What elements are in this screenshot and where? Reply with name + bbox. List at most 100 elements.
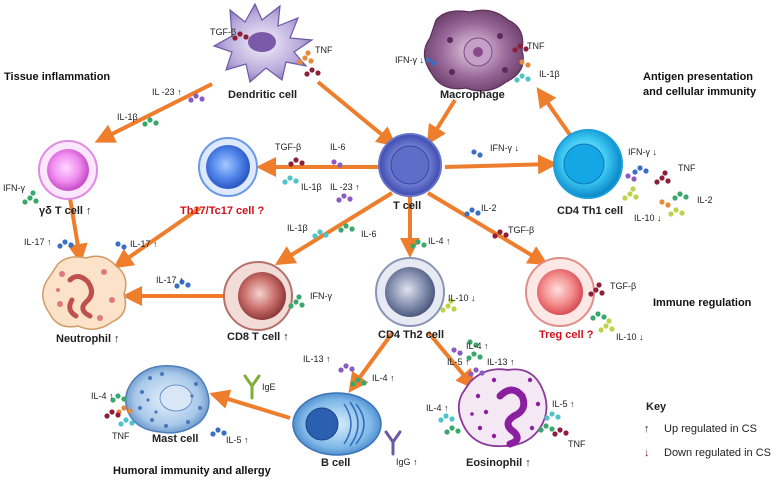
igg-label: IgG ↑: [396, 457, 418, 467]
cytokine-dot: [337, 162, 343, 168]
cytokine-dot: [185, 282, 191, 288]
cd4-th2-cell-label: CD4 Th2 cell: [378, 329, 445, 341]
cytokine-dot: [121, 396, 127, 402]
cytokine-dot: [147, 117, 153, 123]
cytokine-dot: [174, 283, 180, 289]
cytokine-dot: [683, 194, 689, 200]
cytokine-dot: [633, 194, 639, 200]
neutrophil-label: Neutrophil ↑: [56, 333, 120, 345]
arrow-bcell-to-mast: [209, 389, 291, 420]
cytokine-label: IFN-γ: [310, 291, 332, 301]
cytokine-dot: [497, 229, 503, 235]
cytokine-dot: [305, 50, 311, 56]
neutrophil: [42, 255, 127, 330]
cytokine-dot: [673, 207, 679, 213]
cytokine-dot: [519, 59, 525, 65]
cytokine-dot: [127, 408, 133, 414]
cytokine-dot: [27, 195, 33, 201]
cytokine-label: IL-1β: [117, 112, 138, 122]
cytokine-dot: [451, 306, 457, 312]
cytokine-dot: [625, 173, 631, 179]
region-antigen-line-1: Antigen presentation: [643, 71, 754, 83]
cytokine-dot: [627, 191, 633, 197]
cytokine-dot: [455, 428, 461, 434]
cytokine-label: TGF-β: [210, 27, 237, 37]
cytokine-label: IL-2: [481, 203, 497, 213]
cytokine-dot: [123, 417, 129, 423]
arrow-tcell-to-cd8: [274, 191, 394, 266]
cytokine-dot: [179, 279, 185, 285]
cytokine-dot: [415, 239, 421, 245]
cytokine-dot: [466, 355, 472, 361]
cytokine-dot: [599, 290, 605, 296]
cytokine-dot: [596, 282, 602, 288]
cytokine-dot: [473, 342, 479, 348]
cytokine-label: TNF: [568, 439, 586, 449]
cytokine-dot: [593, 287, 599, 293]
cytokine-dot: [590, 315, 596, 321]
cytokine-dot: [457, 350, 463, 356]
cytokine-dot: [503, 232, 509, 238]
cytokine-dot: [514, 77, 520, 83]
cytokine-label: IL-1β: [287, 223, 308, 233]
cytokine-dot: [609, 326, 615, 332]
cytokine-dot: [438, 417, 444, 423]
cytokine-dot: [475, 210, 481, 216]
cytokine-label: IL-10 ↓: [616, 332, 644, 342]
cytokine-dot: [118, 421, 124, 427]
mast-cell-label: Mast cell: [152, 433, 199, 445]
cytokine-label: IL-4 ↑: [91, 391, 114, 401]
cytokine-dot: [338, 367, 344, 373]
cytokine-dot: [451, 347, 457, 353]
cytokine-dot: [188, 97, 194, 103]
cytokine-dot: [431, 60, 437, 66]
region-immune-regulation: Immune regulation: [653, 297, 752, 309]
cytokine-dot: [637, 165, 643, 171]
cytokine-label: IL-4 ↑: [466, 341, 489, 351]
ige-label: IgE: [262, 382, 276, 392]
ige-antibody: [243, 374, 261, 400]
cytokine-dot: [296, 294, 302, 300]
cytokine-dot: [121, 244, 127, 250]
cytokine-dot: [519, 73, 525, 79]
cytokine-dot: [30, 190, 36, 196]
cytokine-dot: [654, 179, 660, 185]
cytokine-dot: [309, 67, 315, 73]
cd4-th1-cell-label: CD4 Th1 cell: [557, 205, 624, 217]
cytokine-dot: [449, 416, 455, 422]
cytokine-dot: [221, 430, 227, 436]
cytokine-dot: [479, 370, 485, 376]
cytokine-dot: [538, 427, 544, 433]
t-cell: [378, 133, 442, 197]
cytokine-label: IL-13 ↑: [487, 357, 515, 367]
treg-cell-label: Treg cell ?: [539, 329, 594, 341]
eosinophil: [457, 368, 548, 448]
cytokine-dot: [243, 34, 249, 40]
arrow-mac-to-tcell: [426, 98, 457, 146]
cd8-t-cell: [223, 261, 293, 331]
cytokine-dot: [555, 414, 561, 420]
cytokine-dot: [110, 397, 116, 403]
cytokine-dot: [445, 303, 451, 309]
cytokine-dot: [471, 149, 477, 155]
cytokine-dot: [525, 76, 531, 82]
cytokine-dot: [467, 339, 473, 345]
cytokine-dot: [440, 307, 446, 313]
cytokine-label: IL-4 ↑: [372, 373, 395, 383]
cytokine-dot: [129, 420, 135, 426]
cytokine-label: IFN-γ ↓: [628, 147, 657, 157]
cytokine-dot: [668, 211, 674, 217]
th17-cell-label: Th17/Tc17 cell ?: [180, 205, 265, 217]
cytokine-dot: [299, 302, 305, 308]
cytokine-dot: [210, 431, 216, 437]
cytokine-dot: [622, 195, 628, 201]
cytokine-dot: [677, 191, 683, 197]
cytokine-dot: [199, 96, 205, 102]
macrophage-label: Macrophage: [440, 89, 505, 101]
cytokine-dot: [338, 227, 344, 233]
cytokine-dot: [421, 242, 427, 248]
cytokine-label: IL-5 ↑: [226, 435, 249, 445]
cytokine-label: IFN-γ ↓: [490, 143, 519, 153]
cytokine-label: IL-10 ↓: [448, 293, 476, 303]
